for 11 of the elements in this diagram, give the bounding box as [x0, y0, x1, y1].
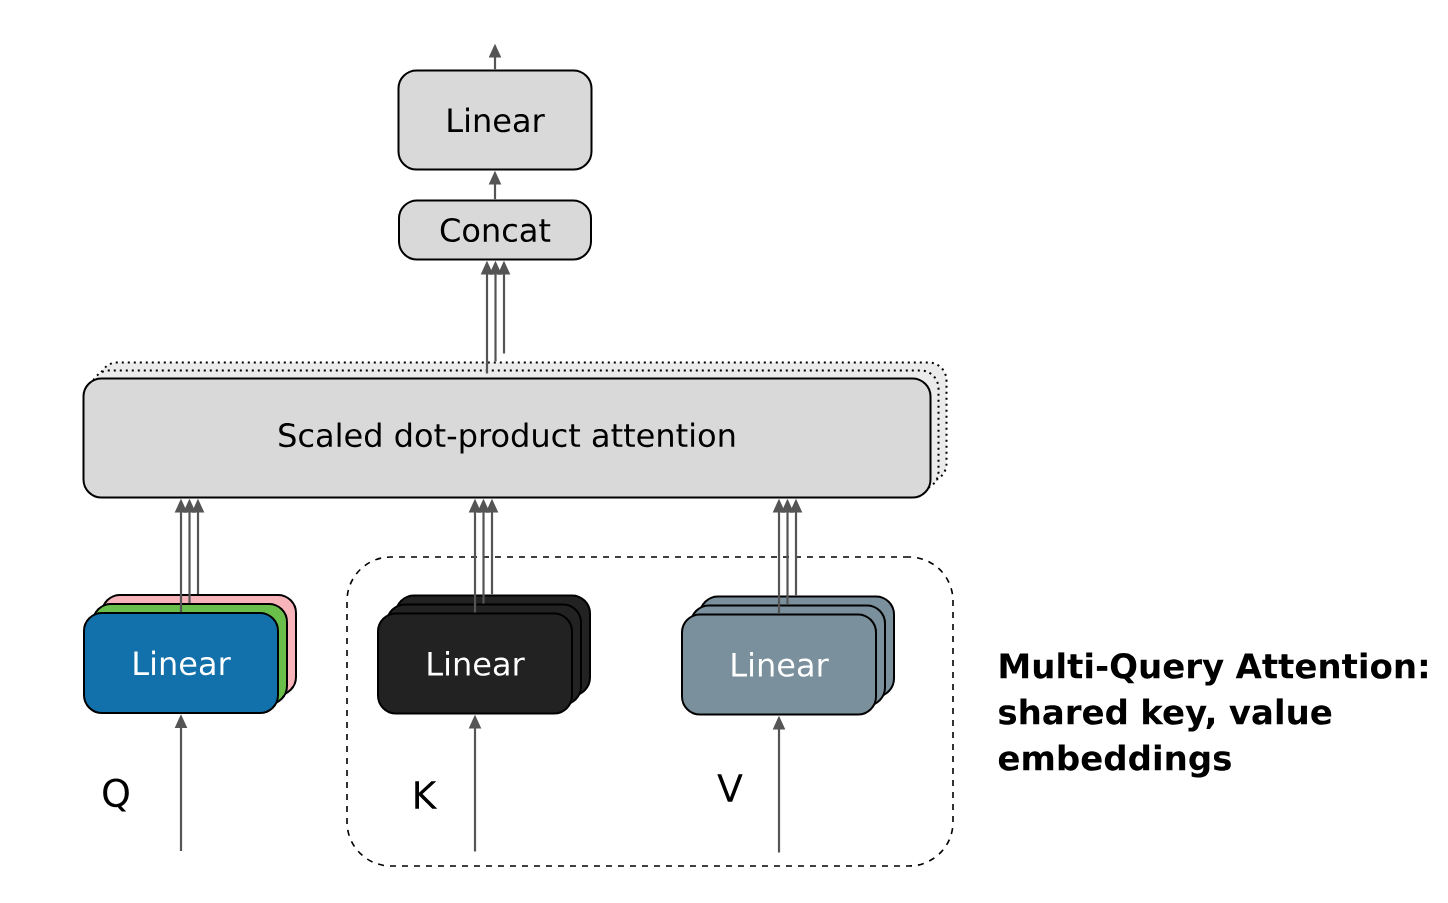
- stacked-linear-box: Linear: [83, 594, 297, 714]
- dashed-group-box: [346, 556, 954, 867]
- attention-box: Scaled dot-product attention: [82, 361, 948, 499]
- linear-box: Linear: [397, 69, 593, 171]
- stacked-linear-box: Linear: [377, 594, 591, 715]
- stacked-linear-box: Linear: [681, 595, 895, 716]
- concat-box: Concat: [398, 199, 592, 261]
- input-label: K: [415, 781, 438, 809]
- annotation-text: Multi-Query Attention: shared key, value embeddings: [998, 652, 1427, 778]
- input-label: V: [717, 774, 743, 802]
- input-label: Q: [103, 778, 129, 812]
